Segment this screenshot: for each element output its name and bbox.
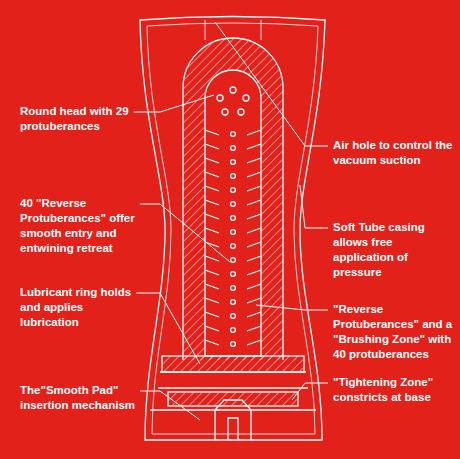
leader-line xyxy=(300,185,328,228)
head-protuberance xyxy=(222,109,228,115)
protuberance-dot xyxy=(231,188,236,193)
protuberance-dot xyxy=(231,146,236,151)
brushing-zone-callout: "Reverse Protuberances" and a "Brushing … xyxy=(333,302,455,362)
leader-line xyxy=(140,391,200,420)
protuberance-ridge xyxy=(205,158,261,163)
leader-line xyxy=(134,95,214,112)
protuberance-dot xyxy=(231,258,236,263)
head-protuberance xyxy=(238,109,244,115)
smooth-pad-callout: The"Smooth Pad" insertion mechanism xyxy=(20,383,145,413)
casing-callout: Soft Tube casing allows free application… xyxy=(333,220,455,280)
leader-line xyxy=(256,305,328,310)
leader-line xyxy=(136,293,200,364)
protuberance-dot xyxy=(231,202,236,207)
protuberance-ridge xyxy=(205,298,261,303)
tightening-zone-callout: "Tightening Zone" constricts at base xyxy=(333,375,455,405)
protuberance-ridge xyxy=(205,326,261,331)
leader-line xyxy=(292,383,328,400)
leader-line xyxy=(215,22,328,146)
head-protuberance xyxy=(243,95,249,101)
protuberance-ridge xyxy=(205,200,261,205)
protuberance-dot xyxy=(231,300,236,305)
protuberance-dot xyxy=(231,216,236,221)
leader-line xyxy=(140,204,230,262)
protuberance-ridge xyxy=(205,340,261,345)
protuberance-dot xyxy=(231,160,236,165)
protuberance-dot xyxy=(231,272,236,277)
protuberance-dot xyxy=(231,342,236,347)
protuberance-dot xyxy=(231,328,236,333)
protuberance-dot xyxy=(231,230,236,235)
protuberance-ridge xyxy=(205,256,261,261)
protuberance-dot xyxy=(231,174,236,179)
reverse-protuberance-callout: 40 "Reverse Protuberances" offer smooth … xyxy=(20,196,145,256)
protuberance-dot xyxy=(231,314,236,319)
air-hole-callout: Air hole to control the vacuum suction xyxy=(333,138,455,168)
protuberance-ridge xyxy=(205,242,261,247)
protuberance-dot xyxy=(231,132,236,137)
protuberance-ridge xyxy=(205,228,261,233)
protuberance-ridge xyxy=(205,270,261,275)
protuberance-ridge xyxy=(205,130,261,135)
protuberance-ridge xyxy=(205,144,261,149)
protuberance-ridge xyxy=(205,312,261,317)
protuberance-dot xyxy=(231,244,236,249)
protuberance-ridge xyxy=(205,186,261,191)
protuberance-dot xyxy=(231,286,236,291)
head-protuberance xyxy=(230,87,236,93)
protuberance-ridge xyxy=(205,214,261,219)
protuberance-ridge xyxy=(205,172,261,177)
lubricant-ring-callout: Lubricant ring holds and applies lubrica… xyxy=(20,285,145,330)
protuberance-ridge xyxy=(205,284,261,289)
head-protuberance xyxy=(217,95,223,101)
head-callout: Round head with 29 protuberances xyxy=(20,104,145,134)
